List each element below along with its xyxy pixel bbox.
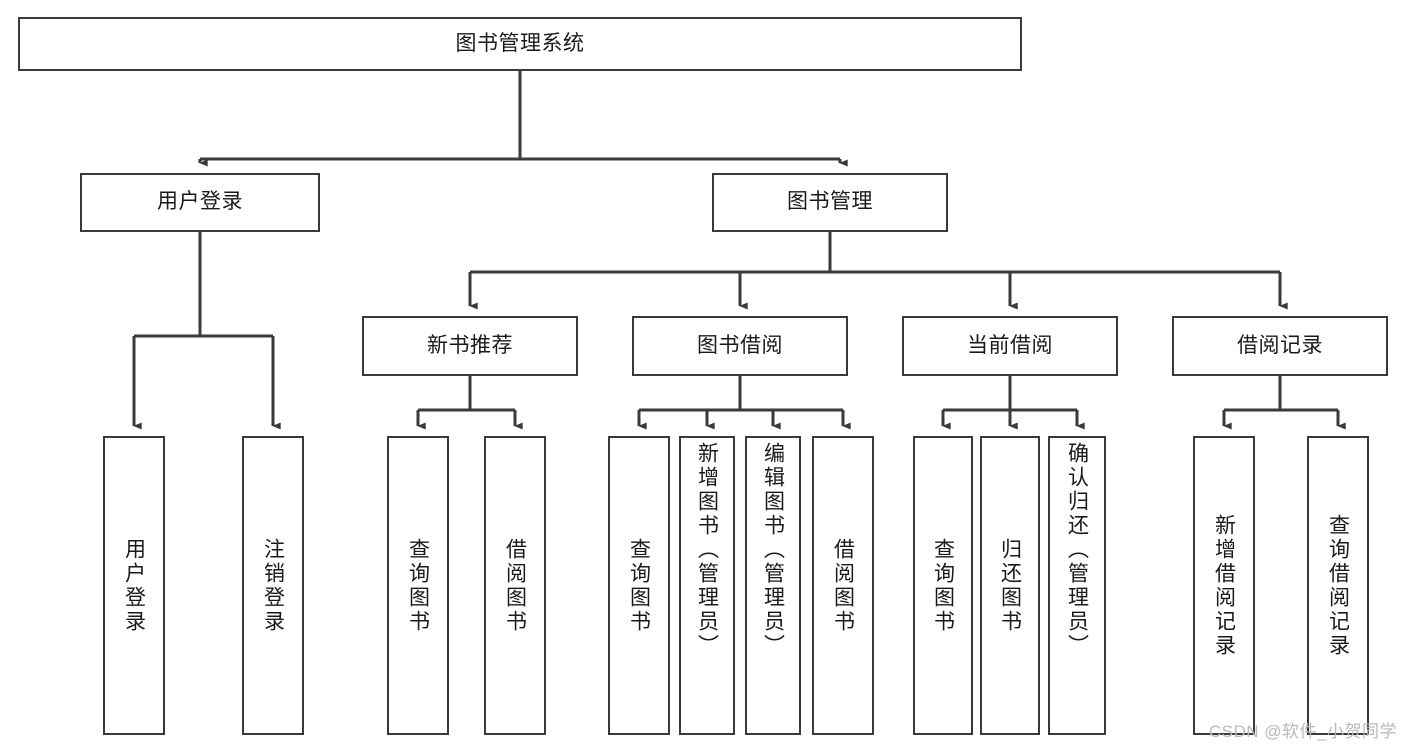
node-leaf-logout[interactable]: 注销登录 bbox=[242, 436, 304, 735]
node-leaf-edit-book-label: 编辑图书（管理员） bbox=[761, 442, 785, 658]
node-leaf-user-login-label: 用户登录 bbox=[122, 537, 146, 634]
node-book-borrow[interactable]: 图书借阅 bbox=[632, 316, 848, 376]
node-leaf-query-borrow-record[interactable]: 查询借阅记录 bbox=[1307, 436, 1369, 735]
node-root[interactable]: 图书管理系统 bbox=[18, 17, 1022, 71]
node-book-borrow-label: 图书借阅 bbox=[697, 333, 783, 357]
edges-bookmgmt-to-level3 bbox=[468, 232, 1288, 310]
edges-root-to-level2 bbox=[198, 71, 848, 167]
node-new-book-recommend[interactable]: 新书推荐 bbox=[362, 316, 578, 376]
node-leaf-borrow-book[interactable]: 借阅图书 bbox=[812, 436, 874, 735]
node-leaf-edit-book[interactable]: 编辑图书（管理员） bbox=[745, 436, 801, 735]
node-user-login[interactable]: 用户登录 bbox=[80, 173, 320, 232]
node-leaf-confirm-return[interactable]: 确认归还（管理员） bbox=[1048, 436, 1106, 735]
edges-records-to-leaves bbox=[1222, 376, 1346, 430]
node-leaf-query-borrow-record-label: 查询借阅记录 bbox=[1326, 513, 1350, 658]
node-book-management-label: 图书管理 bbox=[787, 190, 873, 214]
edges-userlogin-to-leaves bbox=[132, 232, 281, 430]
node-leaf-add-borrow-record-label: 新增借阅记录 bbox=[1212, 513, 1236, 658]
node-current-borrow-label: 当前借阅 bbox=[967, 333, 1053, 357]
node-user-login-label: 用户登录 bbox=[157, 190, 243, 214]
node-book-management[interactable]: 图书管理 bbox=[712, 173, 948, 232]
edges-newbook-to-leaves bbox=[416, 376, 523, 430]
node-leaf-logout-label: 注销登录 bbox=[261, 537, 285, 634]
node-leaf-borrow-book-label: 借阅图书 bbox=[831, 537, 855, 634]
node-root-label: 图书管理系统 bbox=[455, 31, 585, 55]
node-leaf-borrow-book-recommend-label: 借阅图书 bbox=[503, 537, 527, 634]
node-leaf-return-book[interactable]: 归还图书 bbox=[980, 436, 1040, 735]
node-leaf-query-book-borrow-label: 查询图书 bbox=[627, 537, 651, 634]
node-leaf-add-book-label: 新增图书（管理员） bbox=[695, 442, 719, 658]
node-leaf-query-book-recommend[interactable]: 查询图书 bbox=[387, 436, 449, 735]
node-current-borrow[interactable]: 当前借阅 bbox=[902, 316, 1118, 376]
edges-currentborrow-to-leaves bbox=[941, 376, 1085, 430]
node-leaf-borrow-book-recommend[interactable]: 借阅图书 bbox=[484, 436, 546, 735]
node-leaf-query-book-current[interactable]: 查询图书 bbox=[913, 436, 973, 735]
node-leaf-add-book[interactable]: 新增图书（管理员） bbox=[679, 436, 735, 735]
node-leaf-query-book-current-label: 查询图书 bbox=[931, 537, 955, 634]
node-borrow-records-label: 借阅记录 bbox=[1237, 333, 1323, 357]
node-leaf-query-book-borrow[interactable]: 查询图书 bbox=[608, 436, 670, 735]
edges-bookborrow-to-leaves bbox=[637, 376, 851, 430]
node-borrow-records[interactable]: 借阅记录 bbox=[1172, 316, 1388, 376]
node-leaf-return-book-label: 归还图书 bbox=[998, 537, 1022, 634]
node-leaf-query-book-recommend-label: 查询图书 bbox=[406, 537, 430, 634]
node-leaf-confirm-return-label: 确认归还（管理员） bbox=[1065, 442, 1089, 658]
node-new-book-recommend-label: 新书推荐 bbox=[427, 333, 513, 357]
node-leaf-user-login[interactable]: 用户登录 bbox=[103, 436, 165, 735]
node-leaf-add-borrow-record[interactable]: 新增借阅记录 bbox=[1193, 436, 1255, 735]
csdn-watermark: CSDN @软件_小贺同学 bbox=[1208, 722, 1397, 741]
